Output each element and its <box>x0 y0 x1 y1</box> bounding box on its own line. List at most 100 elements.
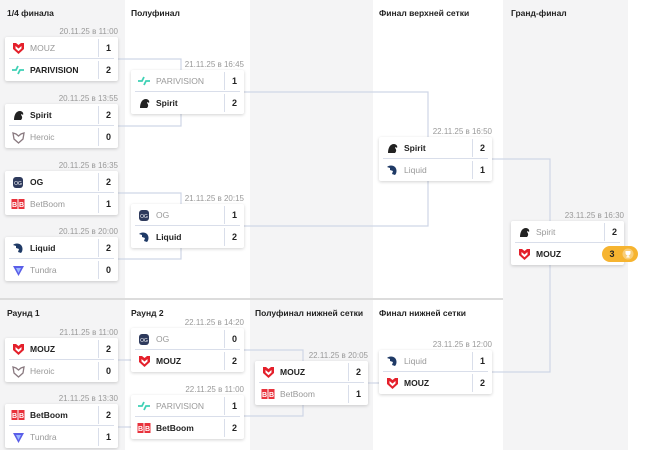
mouz-logo-icon <box>517 247 531 261</box>
team-score: 1 <box>98 428 118 446</box>
team-row[interactable]: Heroic 0 <box>5 126 118 148</box>
team-row[interactable]: MOUZ 2 <box>5 338 118 360</box>
team-row[interactable]: Heroic 0 <box>5 360 118 382</box>
team-score: 1 <box>98 39 118 57</box>
liquid-logo-icon <box>385 163 399 177</box>
team-score: 0 <box>98 261 118 279</box>
match-date: 20.11.25 в 20:00 <box>58 227 118 236</box>
team-row[interactable]: Liquid 2 <box>131 226 244 248</box>
match-card-lr1a[interactable]: 21.11.25 в 11:00 MOUZ 2 Heroic 0 <box>5 328 118 382</box>
team-name: PARIVISION <box>30 65 79 75</box>
liquid-logo-icon <box>385 354 399 368</box>
team-row[interactable]: Tundra 0 <box>5 259 118 281</box>
team-score: 2 <box>348 363 368 381</box>
team-name: MOUZ <box>156 356 182 366</box>
team-name: Liquid <box>156 232 182 242</box>
team-score: 1 <box>98 195 118 213</box>
team-row[interactable]: PARIVISION 2 <box>5 59 118 81</box>
team-row[interactable]: Tundra 1 <box>5 426 118 448</box>
trophy-icon <box>622 248 634 260</box>
match-date: 20.11.25 в 13:55 <box>58 94 118 103</box>
match-card-sf1[interactable]: 21.11.25 в 16:45 PARIVISION 1 Spirit 2 <box>131 60 244 114</box>
liquid-logo-icon <box>137 230 151 244</box>
team-score: 2 <box>98 61 118 79</box>
mouz-logo-icon <box>137 354 151 368</box>
team-row[interactable]: PARIVISION 1 <box>131 70 244 92</box>
team-name: PARIVISION <box>156 76 205 86</box>
match-card-qf1[interactable]: 20.11.25 в 11:00 MOUZ 1 PARIVISION 2 <box>5 27 118 81</box>
team-row[interactable]: Liquid 1 <box>379 159 492 181</box>
team-name: Heroic <box>30 366 55 376</box>
match-card-qf4[interactable]: 20.11.25 в 20:00 Liquid 2 Tundra 0 <box>5 227 118 281</box>
team-row[interactable]: OG OG 1 <box>131 204 244 226</box>
match-card-lbf[interactable]: 23.11.25 в 12:00 Liquid 1 MOUZ 2 <box>379 340 492 394</box>
mouz-logo-icon <box>385 376 399 390</box>
team-row[interactable]: OG OG 0 <box>131 328 244 350</box>
match-date: 21.11.25 в 20:15 <box>184 194 244 203</box>
team-score: 2 <box>604 223 624 241</box>
heroic-logo-icon <box>11 130 25 144</box>
parivision-logo-icon <box>11 63 25 77</box>
header-round2: Раунд 2 <box>131 308 164 318</box>
team-score: 2 <box>224 419 244 437</box>
team-row[interactable]: Spirit 2 <box>131 92 244 114</box>
bracket-divider <box>0 298 503 300</box>
team-score: 1 <box>224 397 244 415</box>
team-row[interactable]: Liquid 2 <box>5 237 118 259</box>
svg-text:B: B <box>269 392 274 399</box>
mouz-logo-icon <box>11 41 25 55</box>
team-name: Liquid <box>30 243 56 253</box>
team-row[interactable]: OG OG 2 <box>5 171 118 193</box>
team-row[interactable]: MOUZ 2 <box>131 350 244 372</box>
match-card-qf2[interactable]: 20.11.25 в 13:55 Spirit 2 Heroic 0 <box>5 94 118 148</box>
match-card-gf[interactable]: 23.11.25 в 16:30 Spirit 2 MOUZ 3 3 <box>511 211 638 265</box>
team-row[interactable]: PARIVISION 1 <box>131 395 244 417</box>
team-row[interactable]: MOUZ 1 <box>5 37 118 59</box>
match-date: 21.11.25 в 11:00 <box>59 328 118 337</box>
team-row[interactable]: Spirit 2 <box>5 104 118 126</box>
svg-text:B: B <box>12 202 17 209</box>
team-row[interactable]: Spirit 2 <box>511 221 624 243</box>
team-score: 0 <box>98 128 118 146</box>
svg-text:B: B <box>19 413 24 420</box>
team-score: 2 <box>224 228 244 246</box>
spirit-logo-icon <box>11 108 25 122</box>
team-score: 1 <box>472 161 492 179</box>
connector <box>492 158 551 373</box>
svg-text:OG: OG <box>140 214 148 220</box>
match-card-sf2[interactable]: 21.11.25 в 20:15 OG OG 1 Liquid 2 <box>131 194 244 248</box>
og-logo-icon: OG <box>137 332 151 346</box>
team-row[interactable]: Liquid 1 <box>379 350 492 372</box>
team-score: 2 <box>98 340 118 358</box>
og-logo-icon: OG <box>11 175 25 189</box>
tundra-logo-icon <box>11 263 25 277</box>
team-name: BetBoom <box>30 410 68 420</box>
match-date: 23.11.25 в 12:00 <box>432 340 492 349</box>
team-name: Liquid <box>404 356 427 366</box>
team-name: BetBoom <box>280 389 315 399</box>
header-semifinal: Полуфинал <box>131 8 180 18</box>
champion-score: 3 <box>609 249 615 259</box>
match-card-ubf[interactable]: 22.11.25 в 16:50 Spirit 2 Liquid 1 <box>379 127 492 181</box>
svg-text:B: B <box>262 392 267 399</box>
team-score: 2 <box>224 352 244 370</box>
team-row[interactable]: Spirit 2 <box>379 137 492 159</box>
mouz-logo-icon <box>261 365 275 379</box>
team-name: MOUZ <box>404 378 430 388</box>
match-card-lr2a[interactable]: 22.11.25 в 14:20 OG OG 0 MOUZ 2 <box>131 318 244 372</box>
match-date: 22.11.25 в 16:50 <box>432 127 492 136</box>
team-score: 2 <box>98 239 118 257</box>
match-date: 22.11.25 в 11:00 <box>185 385 244 394</box>
team-row[interactable]: MOUZ 2 <box>379 372 492 394</box>
team-row[interactable]: MOUZ 2 <box>255 361 368 383</box>
team-row[interactable]: MOUZ 3 <box>511 243 624 265</box>
